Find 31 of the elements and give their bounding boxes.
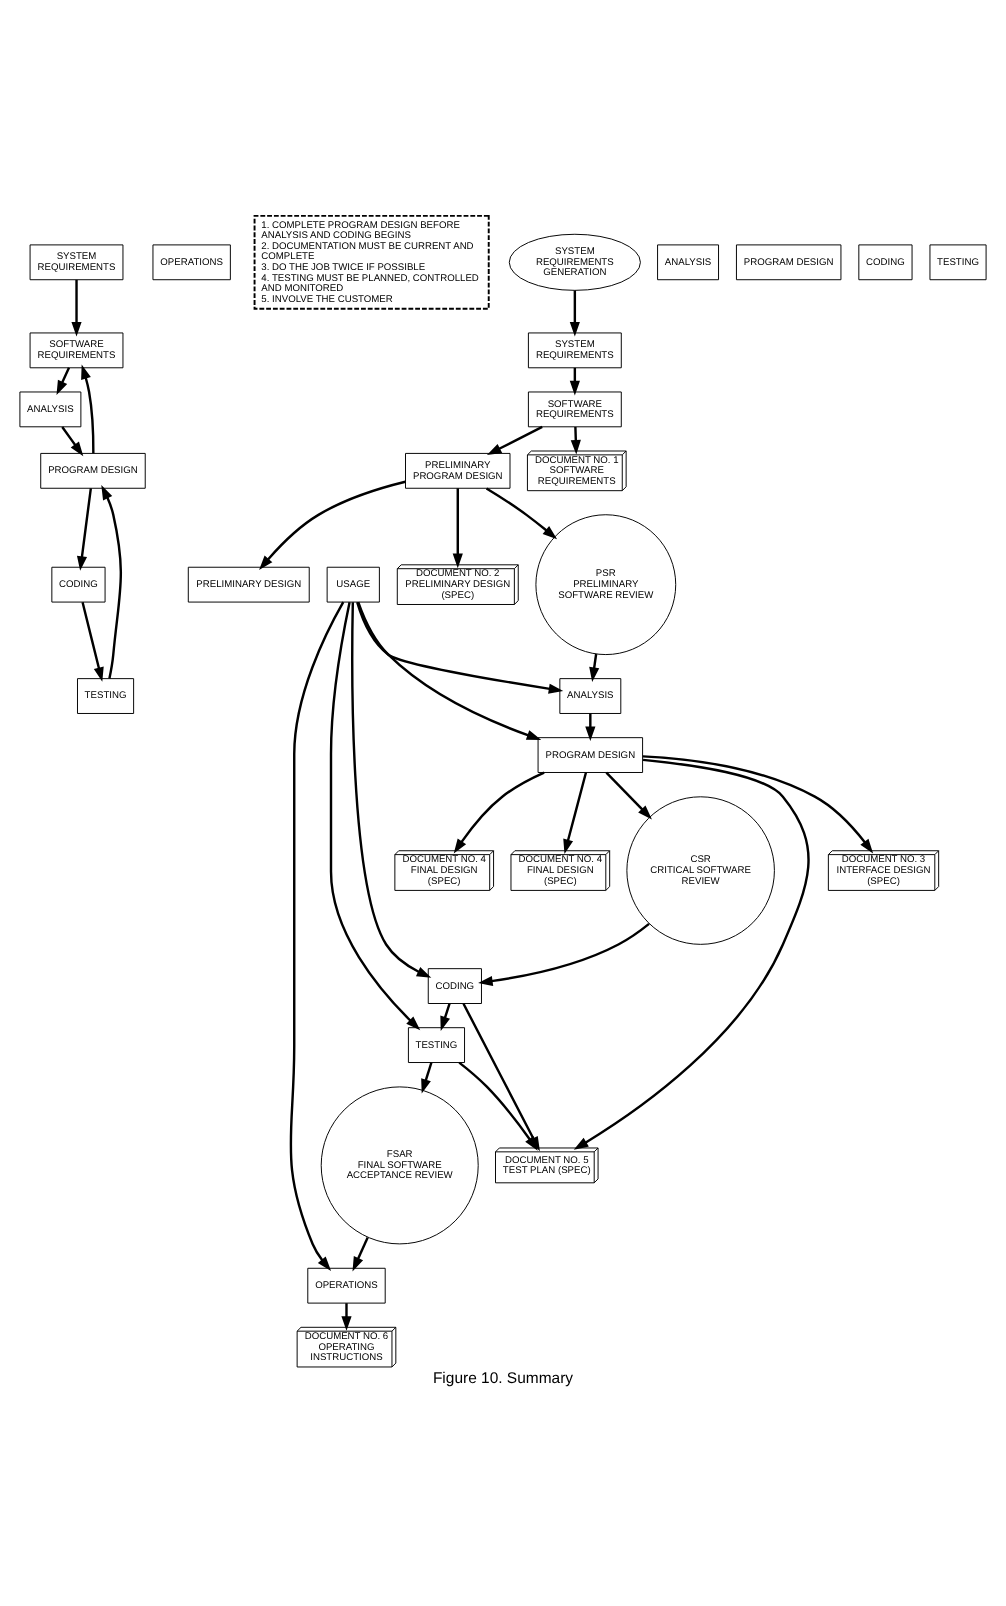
- arrow: [289, 600, 345, 1270]
- arrow: [573, 757, 810, 1149]
- caption: Figure 10. Summary: [432, 1368, 574, 1387]
- arrow: [81, 363, 95, 453]
- arrow: [61, 425, 84, 456]
- arrow: [329, 601, 421, 1030]
- arrow: [76, 487, 93, 570]
- arrow: [605, 770, 652, 819]
- arrow: [356, 600, 564, 693]
- arrow: [341, 1302, 352, 1330]
- arrow: [563, 771, 588, 853]
- arrow: [486, 424, 543, 455]
- arrow: [570, 425, 581, 454]
- arrow: [101, 484, 122, 678]
- arrow: [569, 289, 580, 336]
- arrow: [71, 278, 82, 336]
- arrow: [485, 486, 558, 539]
- arrow: [589, 652, 600, 681]
- arrow: [642, 754, 874, 853]
- arrow: [421, 1061, 433, 1093]
- arrow: [351, 601, 432, 977]
- arrow: [585, 712, 596, 741]
- arrow: [478, 921, 650, 986]
- arrow: [352, 1236, 369, 1271]
- arrow: [453, 770, 545, 853]
- arrow: [56, 366, 71, 395]
- arrow: [452, 487, 463, 568]
- arrow: [259, 479, 406, 569]
- arrow: [357, 600, 542, 739]
- arrow: [440, 1002, 451, 1030]
- arrow: [81, 600, 104, 681]
